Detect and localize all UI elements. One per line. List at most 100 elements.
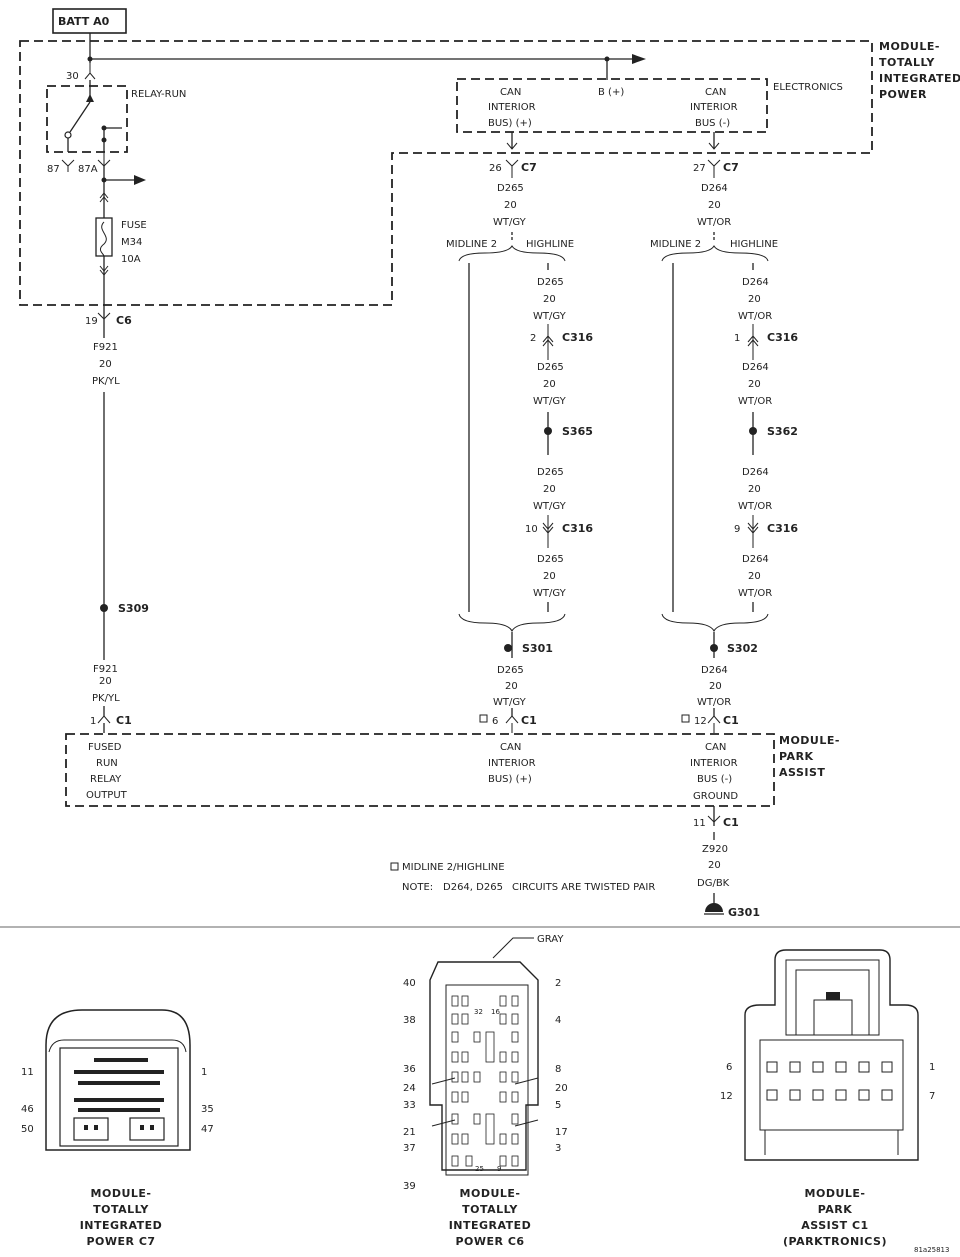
svg-text:M34: M34 [121, 237, 142, 248]
svg-text:WT/OR: WT/OR [738, 588, 772, 599]
svg-text:17: 17 [555, 1127, 568, 1138]
svg-text:32: 32 [474, 1008, 483, 1016]
svg-text:(PARKTRONICS): (PARKTRONICS) [783, 1235, 887, 1248]
svg-text:4: 4 [555, 1015, 561, 1026]
svg-text:ASSIST: ASSIST [779, 766, 825, 779]
svg-text:20: 20 [748, 571, 761, 582]
svg-text:87A: 87A [78, 164, 98, 175]
svg-text:BUS) (+): BUS) (+) [488, 774, 532, 785]
svg-text:ASSIST C1: ASSIST C1 [801, 1219, 868, 1232]
svg-text:36: 36 [403, 1064, 416, 1075]
svg-text:20: 20 [708, 200, 721, 211]
s301-label: S301 [522, 642, 553, 655]
svg-text:D264: D264 [701, 665, 728, 676]
svg-text:D264, D265: D264, D265 [443, 882, 503, 893]
fuse-label: FUSE [121, 220, 147, 231]
relay-output-arrow-icon [134, 175, 146, 185]
b-plus-label: B (+) [598, 87, 624, 98]
svg-text:C7: C7 [723, 161, 739, 174]
svg-text:6: 6 [492, 716, 498, 727]
svg-text:38: 38 [403, 1015, 416, 1026]
svg-text:OUTPUT: OUTPUT [86, 790, 128, 801]
svg-text:GROUND: GROUND [693, 791, 738, 802]
svg-text:PARK: PARK [818, 1203, 853, 1216]
svg-text:MODULE-: MODULE- [460, 1187, 521, 1200]
svg-text:35: 35 [201, 1104, 214, 1115]
svg-text:WT/OR: WT/OR [738, 501, 772, 512]
svg-text:WT/GY: WT/GY [533, 396, 567, 407]
electronics-label: ELECTRONICS [773, 82, 843, 93]
svg-text:TOTALLY: TOTALLY [462, 1203, 518, 1216]
svg-text:S365: S365 [562, 425, 593, 438]
svg-text:16: 16 [491, 1008, 500, 1016]
svg-text:HIGHLINE: HIGHLINE [526, 239, 574, 250]
svg-text:50: 50 [21, 1124, 34, 1135]
svg-text:20: 20 [99, 676, 112, 687]
g301-label: G301 [728, 906, 760, 919]
diagram-notes: MIDLINE 2/HIGHLINE NOTE: D264, D265 CIRC… [390, 862, 655, 893]
c1-pin1-label: C1 [116, 714, 132, 727]
svg-text:MODULE-: MODULE- [805, 1187, 866, 1200]
svg-text:2: 2 [555, 978, 561, 989]
svg-text:POWER: POWER [879, 88, 927, 101]
svg-text:C7: C7 [521, 161, 537, 174]
svg-text:MIDLINE 2/HIGHLINE: MIDLINE 2/HIGHLINE [402, 862, 505, 873]
svg-text:WT/GY: WT/GY [493, 217, 527, 228]
svg-text:MODULE-: MODULE- [879, 40, 940, 53]
svg-text:WT/OR: WT/OR [697, 697, 731, 708]
svg-text:D264: D264 [742, 277, 769, 288]
svg-text:MODULE-: MODULE- [91, 1187, 152, 1200]
batt-a0-box: BATT A0 [52, 8, 127, 34]
svg-text:MODULE-: MODULE- [779, 734, 840, 747]
svg-text:20: 20 [505, 681, 518, 692]
tip-module-title: MODULE- TOTALLY INTEGRATED POWER [879, 40, 960, 101]
svg-text:9: 9 [734, 524, 740, 535]
svg-text:9: 9 [497, 1165, 501, 1173]
d264-can-minus-circuit: 27 C7 D264 20 WT/OR MIDLINE 2 HIGHLINE D… [650, 132, 798, 733]
svg-text:C316: C316 [562, 522, 593, 535]
svg-text:3: 3 [555, 1143, 561, 1154]
fuse-bottom-connector [99, 265, 109, 276]
connector-park-assist-c1-view: 6 1 12 7 MODULE- PARK ASSIST C1 (PARKTRO… [720, 949, 935, 1248]
svg-text:20: 20 [543, 571, 556, 582]
svg-text:D264: D264 [742, 362, 769, 373]
svg-text:D265: D265 [537, 554, 564, 565]
svg-text:RELAY: RELAY [90, 774, 122, 785]
svg-text:CAN: CAN [705, 87, 726, 98]
svg-text:12: 12 [694, 716, 707, 727]
svg-text:INTEGRATED: INTEGRATED [80, 1219, 163, 1232]
svg-text:WT/GY: WT/GY [533, 311, 567, 322]
fuse-top-connector [99, 192, 109, 203]
svg-text:TOTALLY: TOTALLY [93, 1203, 149, 1216]
svg-text:WT/GY: WT/GY [493, 697, 527, 708]
pin-87a-connector [97, 152, 111, 167]
svg-text:20: 20 [708, 860, 721, 871]
svg-text:D265: D265 [537, 277, 564, 288]
svg-text:C1: C1 [521, 714, 537, 727]
svg-text:24: 24 [403, 1083, 416, 1094]
svg-text:BUS (-): BUS (-) [695, 118, 730, 129]
svg-text:6: 6 [726, 1062, 732, 1073]
svg-text:Z920: Z920 [702, 844, 728, 855]
svg-text:C316: C316 [562, 331, 593, 344]
svg-text:20: 20 [543, 379, 556, 390]
c1-pin1-connector [97, 715, 111, 724]
d265-can-plus-circuit: 26 C7 D265 20 WT/GY MIDLINE 2 HIGHLINE D… [446, 132, 593, 733]
svg-text:DG/BK: DG/BK [697, 878, 730, 889]
connector-c6-view: GRAY 40 38 36 24 33 21 37 39 2 4 8 20 5 [403, 934, 568, 1248]
svg-text:D265: D265 [497, 665, 524, 676]
svg-text:10A: 10A [121, 254, 141, 265]
svg-text:20: 20 [555, 1083, 568, 1094]
svg-text:WT/OR: WT/OR [738, 396, 772, 407]
svg-text:PARK: PARK [779, 750, 814, 763]
svg-text:FUSED: FUSED [88, 742, 122, 753]
svg-text:C316: C316 [767, 522, 798, 535]
relay-run-box [46, 85, 128, 153]
svg-text:WT/GY: WT/GY [533, 501, 567, 512]
park-assist-title: MODULE- PARK ASSIST [779, 734, 840, 779]
svg-text:WT/OR: WT/OR [738, 311, 772, 322]
svg-text:BUS) (+): BUS) (+) [488, 118, 532, 129]
svg-text:D265: D265 [537, 362, 564, 373]
c6-label: C6 [116, 314, 132, 327]
svg-text:BUS (-): BUS (-) [697, 774, 732, 785]
